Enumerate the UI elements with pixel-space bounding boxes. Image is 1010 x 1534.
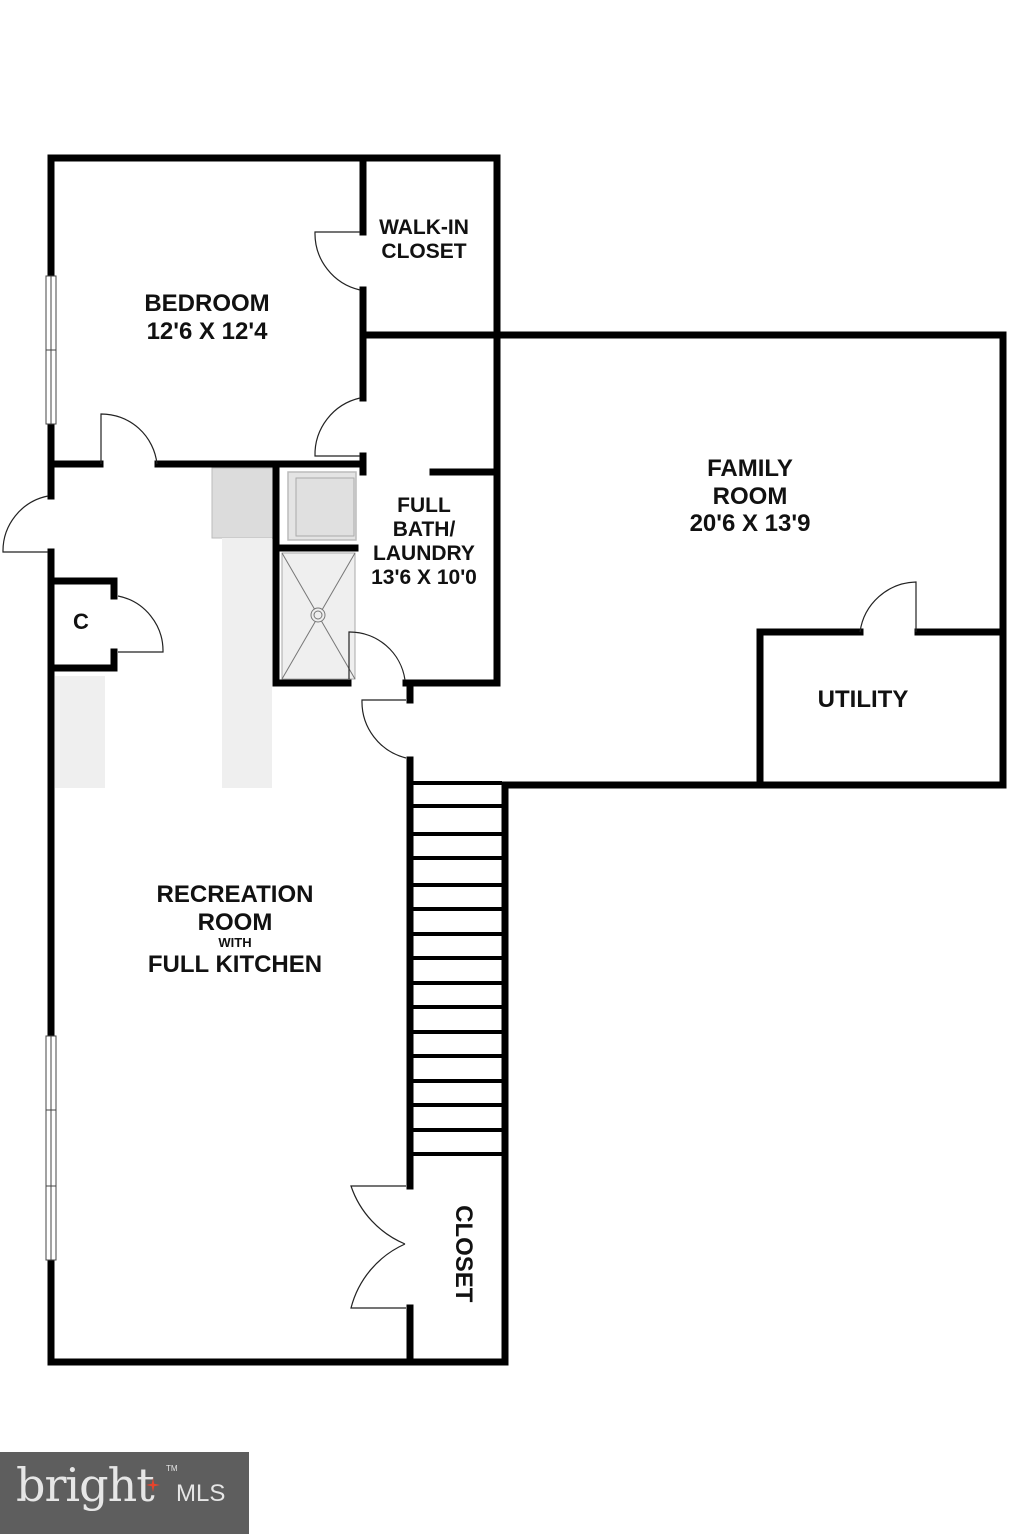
- recreation-line4: FULL KITCHEN: [147, 951, 323, 979]
- shower-fixture: [281, 552, 356, 680]
- room-label-utility: UTILITY: [772, 686, 954, 714]
- walk-in-closet-line2: CLOSET: [381, 240, 467, 264]
- family-room-line2: ROOM: [712, 482, 788, 510]
- room-label-closet-c: C: [58, 609, 104, 634]
- recreation-line1: RECREATION: [156, 881, 314, 908]
- logo-suffix: MLS: [176, 1480, 226, 1507]
- bedroom-name: BEDROOM: [144, 290, 270, 317]
- full-bath-dims: 13'6 X 10'0: [371, 566, 477, 590]
- room-label-bedroom: BEDROOM 12'6 X 12'4: [107, 290, 307, 345]
- family-room-line1: FAMILY: [707, 455, 793, 482]
- logo-word: bright: [16, 1458, 155, 1512]
- room-label-family-room: FAMILY ROOM 20'6 X 13'9: [640, 455, 860, 538]
- closet-name: CLOSET: [449, 1205, 477, 1303]
- walk-in-closet-line1: WALK-IN: [379, 216, 469, 239]
- full-bath-line3: LAUNDRY: [373, 542, 475, 566]
- utility-name: UTILITY: [817, 686, 909, 713]
- room-label-full-bath: FULL BATH/ LAUNDRY 13'6 X 10'0: [356, 494, 492, 591]
- recreation-line2: ROOM: [197, 908, 273, 936]
- room-label-closet: CLOSET: [449, 1199, 477, 1309]
- bright-mls-logo: bright TM MLS: [0, 1452, 249, 1534]
- logo-star-icon: [146, 1478, 160, 1492]
- doors: [2, 231, 917, 1309]
- room-label-recreation-room: RECREATION ROOM WITH FULL KITCHEN: [110, 881, 360, 979]
- logo-trademark: TM: [166, 1464, 178, 1473]
- bedroom-dims: 12'6 X 12'4: [146, 317, 268, 345]
- full-bath-line1: FULL: [397, 494, 451, 517]
- recreation-line3: WITH: [218, 935, 252, 951]
- kitchen-counters: [55, 467, 275, 788]
- washer-fixture: [287, 471, 357, 541]
- family-room-dims: 20'6 X 13'9: [689, 510, 811, 538]
- windows: [45, 275, 57, 1261]
- walls: [47, 154, 1007, 1366]
- closet-c-name: C: [73, 609, 89, 634]
- staircase[interactable]: [410, 781, 502, 1156]
- room-label-walk-in-closet: WALK-IN CLOSET: [366, 216, 482, 264]
- full-bath-line2: BATH/: [392, 518, 456, 542]
